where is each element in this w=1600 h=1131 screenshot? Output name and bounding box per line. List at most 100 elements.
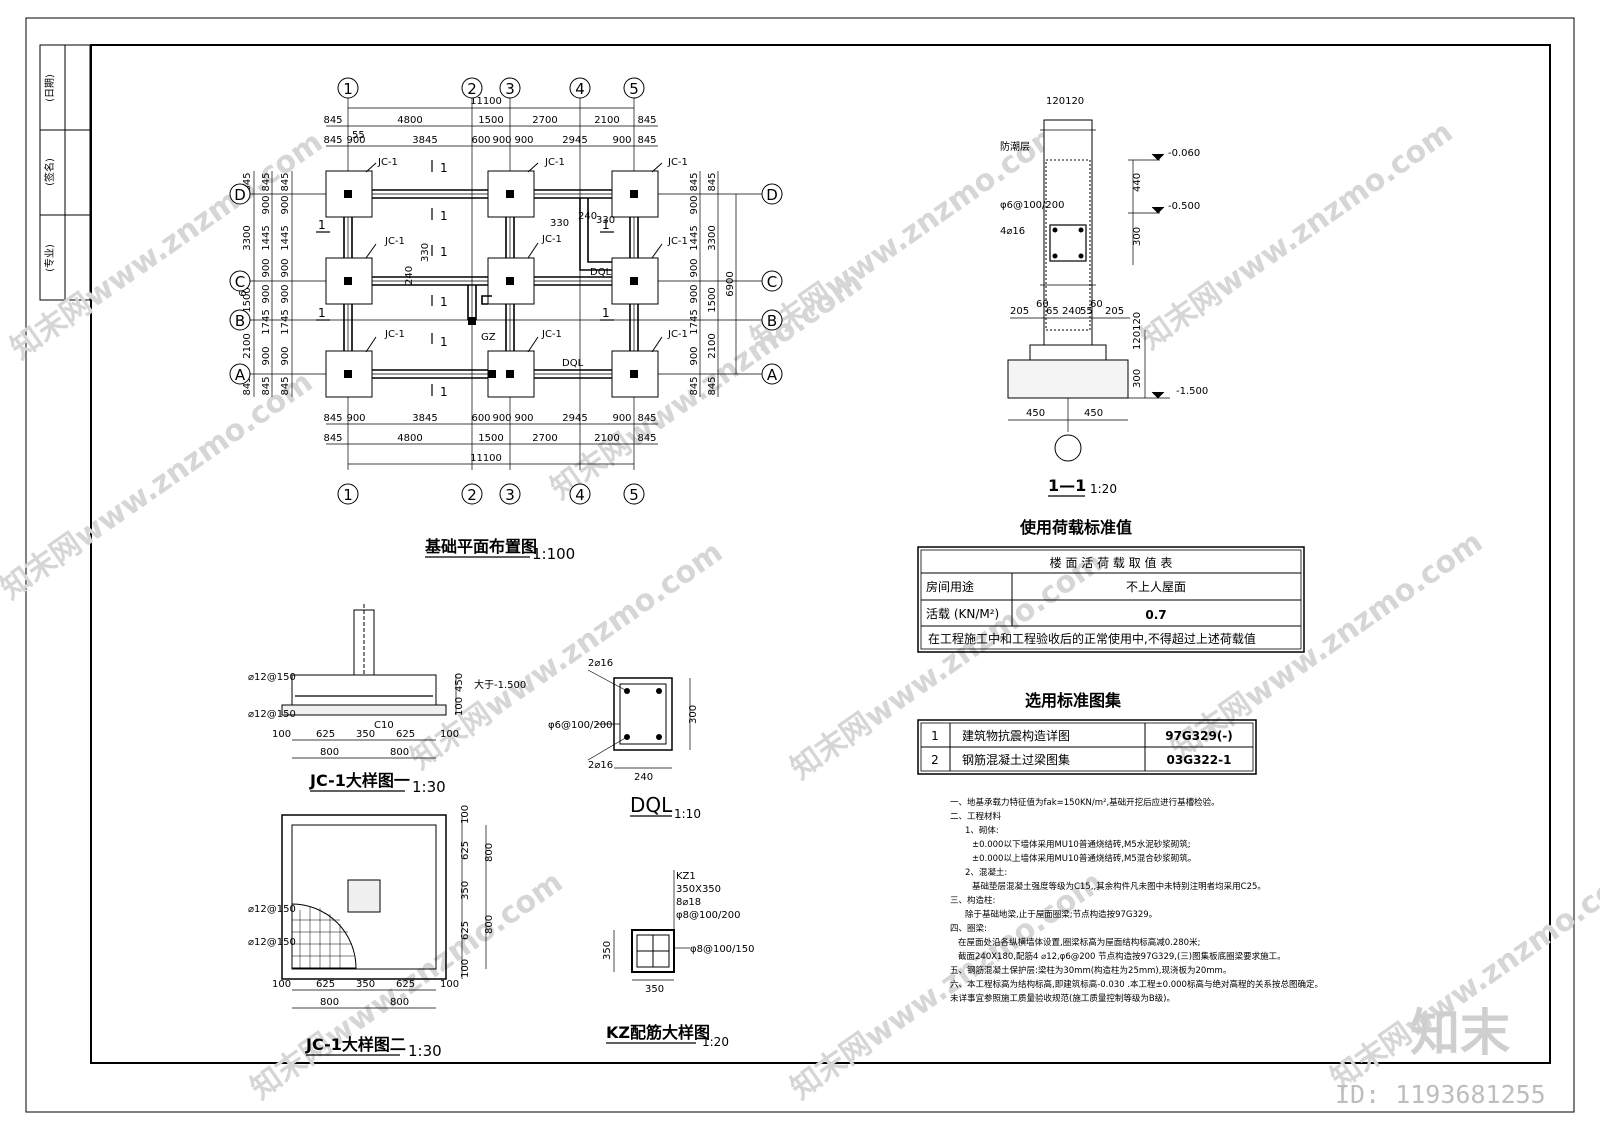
dim: 2100 (242, 333, 253, 358)
dim: 845 (637, 413, 656, 424)
load-row-label: 活载 (KN/M²) (926, 607, 999, 621)
note-line: 1、砌体: (965, 825, 999, 836)
atlas-row-code: 03G322-1 (1167, 753, 1232, 767)
rebar-label: ⌀12@150 (248, 904, 296, 915)
axis-label-y: D (234, 186, 246, 204)
axis-label-y: A (767, 366, 778, 384)
sec-elev: -0.060 (1168, 148, 1200, 159)
kz-label: 350X350 (676, 884, 721, 895)
dim: 900 (280, 346, 291, 365)
kz-title: KZ配筋大样图 (606, 1023, 710, 1042)
side-label-sign: (签名) (43, 158, 56, 186)
column-label-gz: GZ (481, 332, 496, 343)
dim: 845 (637, 433, 656, 444)
section-label: 1 (440, 335, 448, 349)
small-dim: 330 (550, 218, 569, 229)
small-dim: 55 (352, 130, 365, 141)
load-row-label: 房间用途 (926, 579, 974, 594)
sec-hdim-bottom: 450 (1026, 408, 1045, 419)
elev-note: 大于-1.500 (474, 678, 526, 691)
dim: 1500 (707, 287, 718, 312)
sec-label: 防潮层 (1000, 140, 1030, 153)
vdim: 100 (454, 697, 465, 716)
dim: 100 (272, 979, 291, 990)
footing-label: JC-1 (541, 234, 562, 245)
dim: 350 (356, 729, 375, 740)
load-table: 使用荷载标准值 楼 面 活 荷 载 取 值 表 房间用途 不上人屋面 活载 (K… (917, 518, 1305, 653)
note-line: 除于基础地梁,止于屋面圈梁;节点构造按97G329。 (965, 909, 1157, 920)
section-label: 1 (602, 306, 610, 320)
sec-hdim: 60 (1036, 299, 1049, 310)
dim: 800 (390, 747, 409, 758)
dim: 845 (323, 413, 342, 424)
axis-label-x: 3 (505, 486, 515, 504)
dim: 625 (396, 979, 415, 990)
dim: 100 (460, 805, 471, 824)
dim: 900 (492, 135, 511, 146)
dim: 900 (346, 413, 365, 424)
dim: 900 (280, 284, 291, 303)
dim: 3300 (707, 225, 718, 250)
kz-label: φ8@100/200 (676, 910, 741, 921)
note-line: ±0.000以上墙体采用MU10普通烧结砖,M5混合砂浆砌筑。 (972, 853, 1196, 864)
section-label: 1 (318, 306, 326, 320)
footing-label: JC-1 (544, 157, 565, 168)
note-line: 五、钢筋混凝土保护层:梁柱为30mm(构造柱为25mm),现浇板为20mm。 (950, 965, 1231, 976)
sec-elev: -0.500 (1168, 201, 1200, 212)
footing-label: JC-1 (384, 329, 405, 340)
jc1-one-scale: 1:30 (412, 778, 446, 796)
dim: 845 (637, 135, 656, 146)
atlas-row-no: 1 (931, 729, 939, 743)
load-table-note: 在工程施工中和工程验收后的正常使用中,不得超过上述荷载值 (928, 631, 1256, 646)
footing-label: JC-1 (377, 157, 398, 168)
section-label: 1 (440, 209, 448, 223)
dim: 1745 (261, 309, 272, 334)
kz-detail: KZ1 350X350 8⌀18 φ8@100/200 φ8@100/150 3… (602, 870, 755, 1049)
footing-label: JC-1 (667, 236, 688, 247)
dim: 625 (396, 729, 415, 740)
dim: 845 (242, 172, 253, 191)
dim: 100 (440, 979, 459, 990)
sec-hdim: 240 (1062, 306, 1081, 317)
dim: 4800 (397, 115, 422, 126)
footing-label: JC-1 (667, 157, 688, 168)
dim: 1445 (261, 225, 272, 250)
dql-detail: 2⌀16 2⌀16 φ6@100/200 300 240 DQL 1:10 (548, 658, 701, 821)
kz-width: 350 (645, 984, 664, 995)
kz-height: 350 (602, 941, 613, 960)
dim: 845 (280, 172, 291, 191)
dim: 900 (492, 413, 511, 424)
axis-label-y: D (766, 186, 778, 204)
sec-dim-top: 120120 (1046, 96, 1084, 107)
dim: 900 (346, 135, 365, 146)
dim-total-width: 11100 (470, 96, 502, 107)
small-dim: 240 (578, 211, 597, 222)
small-dim: 330 (420, 243, 431, 262)
axis-label-x: 2 (467, 486, 477, 504)
note-line: 三、构造柱: (950, 895, 995, 906)
section-label: 1 (440, 385, 448, 399)
dim: 3300 (242, 225, 253, 250)
sec-label: φ6@100/200 (1000, 200, 1065, 211)
sec-vdim: 300 (1132, 227, 1143, 246)
dim: 2100 (707, 333, 718, 358)
dim: 900 (261, 346, 272, 365)
plan-left-dims: 845 3300 1500 2100 845 845 900 1445 900 … (242, 172, 291, 395)
axis-label-y: B (235, 312, 245, 330)
general-notes: 一、地基承载力特征值为fak=150KN/m²,基础开挖后应进行基槽检验。 二、… (950, 797, 1323, 1004)
watermark-id: ID: 1193681255 (1335, 1080, 1546, 1109)
note-line: 四、圈梁: (950, 924, 987, 934)
side-label-date: (日期) (44, 74, 56, 102)
dim: 1745 (280, 309, 291, 334)
side-title-block: (日期) (签名) (专业) (39, 44, 91, 301)
note-line: 未详事宜参照施工质量验收规范(施工质量控制等级为B级)。 (950, 993, 1175, 1004)
dql-stirrup: φ6@100/200 (548, 720, 613, 731)
axis-label-y: A (235, 366, 246, 384)
dim: 845 (280, 376, 291, 395)
dql-scale: 1:10 (674, 807, 701, 821)
plan-right-dims: 845 900 1445 900 900 1745 900 845 845 33… (238, 172, 736, 395)
jc1-one-title: JC-1大样图一 (309, 771, 410, 790)
dim: 2700 (532, 433, 557, 444)
axis-label-y: C (767, 273, 777, 291)
dim: 1500 (478, 433, 503, 444)
